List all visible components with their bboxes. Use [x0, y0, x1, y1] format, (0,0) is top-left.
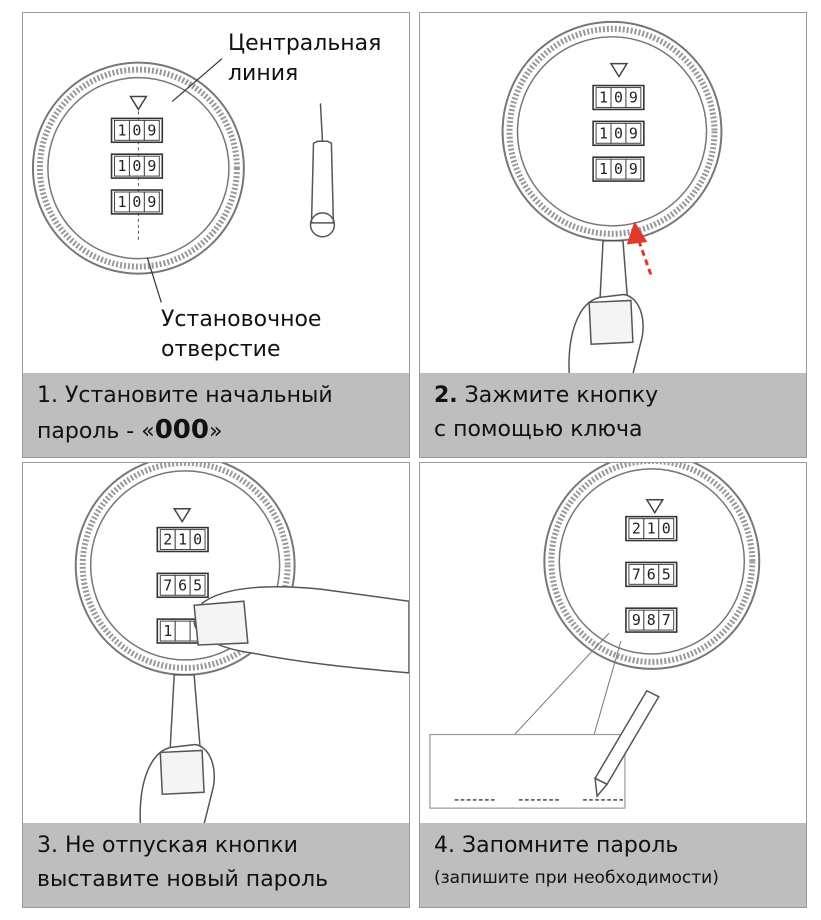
finger-with-key-icon — [139, 674, 216, 825]
dial-digit: 9 — [147, 157, 156, 175]
dial-digit: 0 — [132, 121, 141, 139]
step-2-caption: 2. Зажмите кнопку с помощью ключа — [420, 373, 806, 457]
dial-digit: 9 — [629, 88, 638, 106]
dial-wheel[interactable] — [189, 574, 206, 596]
red-arrow-icon — [626, 221, 653, 276]
dial-digit: 1 — [647, 520, 656, 538]
dial-digit: 6 — [647, 565, 656, 583]
dial-digit: 0 — [662, 520, 671, 538]
dial-digit: 0 — [193, 531, 202, 549]
indicator-triangle-icon — [172, 507, 192, 524]
dial-wheel[interactable] — [658, 563, 675, 585]
dial-window — [625, 515, 678, 542]
dial-digit: 9 — [632, 611, 641, 629]
dial-wheel[interactable] — [143, 155, 160, 177]
dial-digit: 2 — [163, 531, 172, 549]
note-card — [429, 733, 626, 809]
dial-digit: 5 — [193, 576, 202, 594]
dial-digit: 0 — [132, 157, 141, 175]
finger-on-dial-icon — [193, 586, 409, 674]
step-4-caption: 4. Запомните пароль (запишите при необхо… — [420, 823, 806, 907]
dial-digit: 7 — [662, 611, 671, 629]
dial-window — [592, 120, 645, 147]
dial-digit: 9 — [147, 193, 156, 211]
dial-digit: 8 — [647, 611, 656, 629]
dial-digit: 1 — [117, 193, 126, 211]
dial-digit: 1 — [117, 121, 126, 139]
dial-window — [110, 189, 164, 215]
dial-window — [110, 117, 164, 144]
indicator-triangle-icon — [609, 62, 629, 79]
dial-window — [625, 607, 678, 633]
dial-digit: 9 — [629, 160, 638, 178]
password-blanks: ------- ------- ------- — [454, 792, 625, 808]
setup-hole-label: Установочное отверстие — [161, 307, 322, 362]
dial-digit: 0 — [614, 160, 623, 178]
dial-digit: 5 — [662, 565, 671, 583]
dial-window — [110, 153, 164, 179]
dial-digit: 1 — [178, 531, 187, 549]
dial-digit: 0 — [614, 124, 623, 142]
dial-window — [625, 561, 678, 588]
dial-digit: 0 — [614, 88, 623, 106]
step-1-caption: 1. Установите начальный пароль - «000» — [23, 373, 409, 457]
dial-wheel[interactable] — [625, 87, 642, 108]
dial-digit: 7 — [632, 565, 641, 583]
reset-key-icon — [309, 103, 336, 238]
dial-window — [156, 572, 209, 599]
finger-with-key-icon — [568, 240, 644, 375]
dial-digit: 1 — [599, 124, 608, 142]
dial-digit: 9 — [147, 121, 156, 139]
center-line-label: Центральная линия — [228, 31, 382, 86]
dial-wheel[interactable] — [143, 119, 160, 141]
indicator-triangle-icon — [129, 95, 148, 111]
dial-window — [592, 84, 645, 111]
dial-wheel[interactable] — [625, 122, 642, 144]
initial-code: 000 — [154, 415, 209, 445]
dial-window — [156, 526, 209, 553]
dial-wheel[interactable] — [189, 529, 206, 550]
dial-digit: 6 — [178, 576, 187, 594]
dial-digit: 1 — [599, 88, 608, 106]
indicator-triangle-icon — [645, 499, 665, 515]
dial-wheel[interactable] — [658, 609, 675, 631]
dial-digit: 0 — [132, 193, 141, 211]
dial-window — [592, 156, 645, 182]
dial-wheel[interactable] — [143, 191, 160, 213]
dial-wheel[interactable] — [625, 158, 642, 180]
step-3-caption: 3. Не отпуская кнопки выставите новый па… — [23, 823, 409, 907]
dial-digit: 1 — [599, 160, 608, 178]
dial-digit: 9 — [629, 124, 638, 142]
pencil-icon — [594, 689, 660, 799]
dial-digit: 1 — [163, 622, 172, 640]
dial-digit: 1 — [117, 157, 126, 175]
dial-wheel[interactable] — [174, 620, 191, 642]
dial-digit: 2 — [632, 520, 641, 538]
dial-wheel[interactable] — [658, 518, 675, 540]
dial-digit: 7 — [163, 576, 172, 594]
